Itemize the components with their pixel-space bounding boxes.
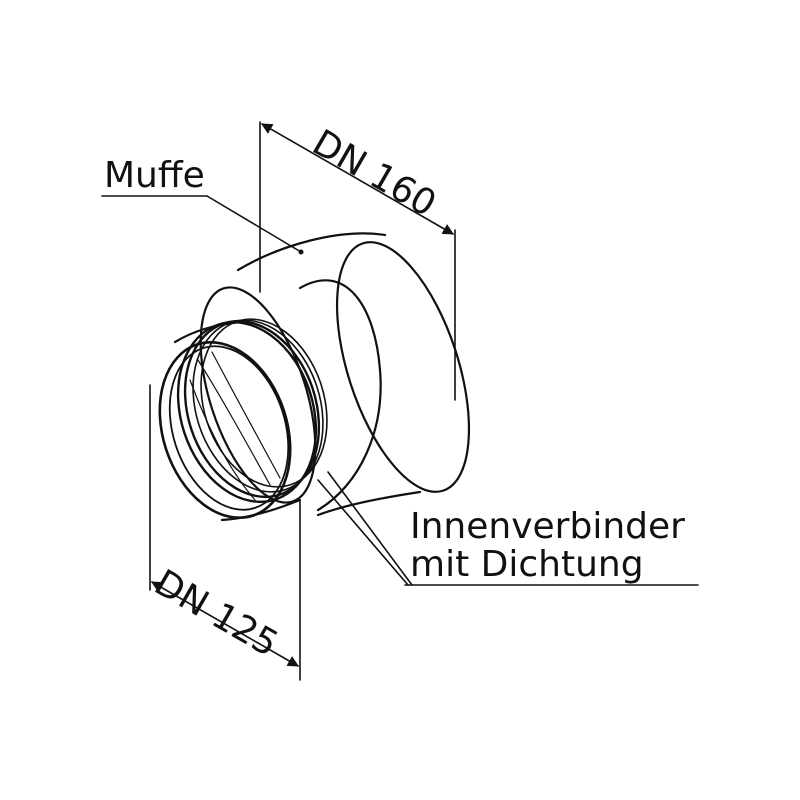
muffe-leader	[101, 195, 302, 253]
dn160-label: DN 160	[306, 122, 443, 225]
socket-front-ring	[199, 286, 317, 504]
connector-leader	[317, 471, 699, 586]
connector-pointer-2	[327, 471, 413, 586]
connector-label-line1: Innenverbinder	[410, 506, 685, 547]
connector-tube-bottom	[220, 498, 302, 522]
connector-front-rim-inner	[168, 345, 290, 511]
connector-pointer-1	[317, 479, 409, 586]
connector-inner-line-2	[211, 351, 281, 479]
connector-label-line2: mit Dichtung	[410, 544, 644, 585]
connector-inner-line-3	[189, 379, 256, 501]
connector-front-rim-outer	[158, 340, 292, 520]
socket-body	[199, 232, 471, 517]
socket-bottom-edge	[316, 490, 422, 517]
socket-rear-rim	[335, 241, 471, 493]
dimension-dn160	[259, 121, 456, 401]
socket-shoulder	[298, 279, 382, 512]
dimension-dn125	[149, 384, 301, 681]
inner-connector	[158, 318, 328, 522]
dn125-dimension-line	[151, 581, 299, 667]
muffe-label: Muffe	[104, 155, 205, 196]
connector-inner-line-1	[197, 359, 271, 486]
dn125-label: DN 125	[148, 562, 285, 665]
muffe-pointer	[206, 195, 302, 253]
muffe-pointer-dot	[298, 249, 304, 255]
connector-tube-top	[173, 320, 242, 344]
dn160-dimension-line	[261, 123, 454, 235]
